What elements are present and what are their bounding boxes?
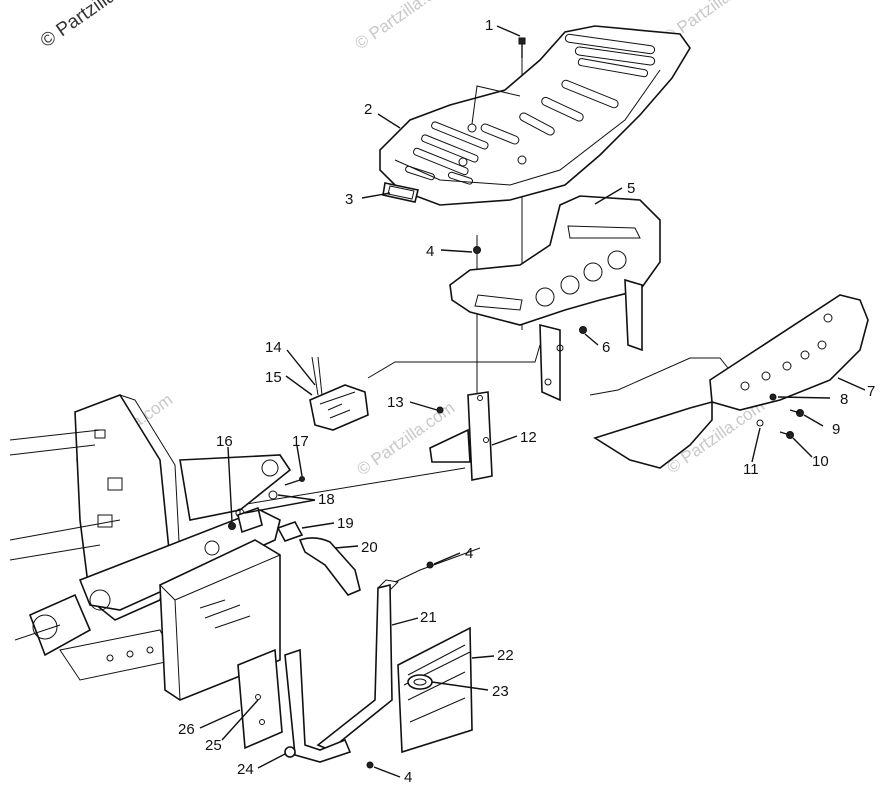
bolt-9	[789, 409, 804, 417]
watermark-ghost-1: © Partzilla.com	[351, 0, 456, 53]
callout-13: 13	[387, 394, 404, 411]
callout-19: 19	[337, 515, 354, 532]
callout-22: 22	[497, 647, 514, 664]
callout-15: 15	[265, 369, 282, 386]
nut-11	[756, 419, 764, 427]
connector-19	[276, 521, 304, 542]
callout-4-bottom: 4	[404, 769, 412, 786]
rack-support	[449, 195, 661, 402]
screw-17	[284, 476, 305, 486]
callout-leaders	[199, 25, 866, 778]
callout-18: 18	[318, 491, 335, 508]
bracket-12	[429, 391, 493, 481]
callout-16: 16	[216, 433, 233, 450]
callout-9: 9	[832, 421, 840, 438]
emblem-23	[407, 674, 433, 690]
callout-4-rack: 4	[426, 243, 434, 260]
callout-20: 20	[361, 539, 378, 556]
bolt-1	[518, 37, 526, 58]
nut-4-mid	[426, 561, 434, 569]
nut-16	[228, 522, 236, 530]
rear-rack	[379, 25, 691, 206]
screw-13	[436, 406, 444, 414]
watermark-main: © Partzilla.com	[37, 0, 154, 52]
callout-24: 24	[237, 761, 254, 778]
mud-flap-22	[397, 626, 473, 754]
callout-5: 5	[627, 180, 635, 197]
rear-bumper	[593, 294, 869, 469]
callout-14: 14	[265, 339, 282, 356]
plate-26	[237, 648, 283, 750]
callout-21: 21	[420, 609, 437, 626]
callout-4-mid: 4	[465, 545, 473, 562]
callout-10: 10	[812, 453, 829, 470]
callout-8: 8	[840, 391, 848, 408]
bolt-10	[779, 431, 794, 439]
callout-26: 26	[178, 721, 195, 738]
taillight	[309, 356, 369, 431]
washer-8	[769, 393, 777, 401]
callout-6: 6	[602, 339, 610, 356]
callout-12: 12	[520, 429, 537, 446]
mount-block	[237, 506, 263, 534]
callout-17: 17	[292, 433, 309, 450]
callout-25: 25	[205, 737, 222, 754]
callout-11: 11	[743, 461, 759, 478]
callout-23: 23	[492, 683, 509, 700]
atv-frame	[9, 394, 292, 681]
callout-7: 7	[867, 383, 875, 400]
nut-4-bottom	[366, 761, 374, 769]
callout-labels: 1 2 3 4 5 6 7 8 9 10 11 12 13 14 15 16 1…	[178, 17, 875, 786]
washer-24	[284, 746, 296, 758]
callout-1: 1	[485, 17, 493, 34]
reflector	[382, 182, 419, 203]
nut-6	[579, 326, 587, 334]
nut-4-top	[473, 246, 481, 254]
callout-2: 2	[364, 101, 372, 118]
flap-bracket-21	[284, 579, 400, 763]
callout-3: 3	[345, 191, 353, 208]
rack-slots	[405, 33, 656, 185]
tube-20	[298, 537, 361, 596]
